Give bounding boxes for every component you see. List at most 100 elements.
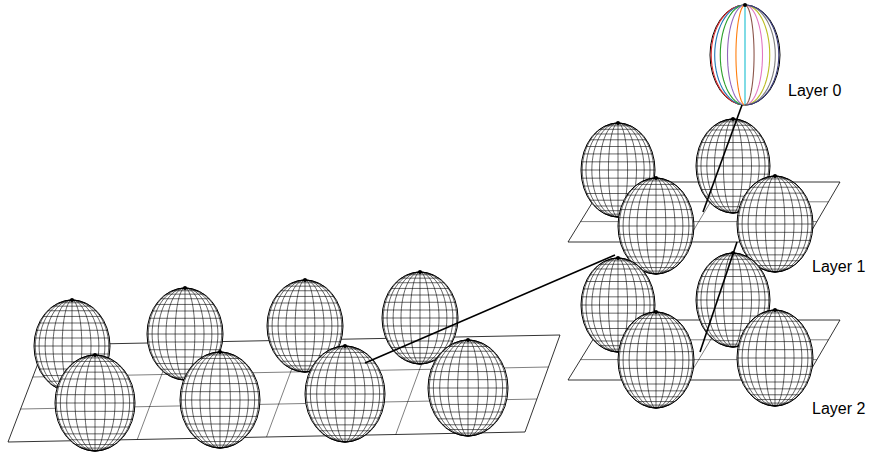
parallel: [269, 310, 340, 311]
parallel: [149, 318, 220, 319]
parallel: [268, 318, 343, 319]
parallel: [619, 234, 694, 235]
parallel: [649, 273, 662, 274]
parallel: [407, 274, 433, 275]
parallel: [620, 376, 691, 377]
parallel: [267, 326, 343, 327]
parallel: [627, 390, 685, 391]
parallel: [627, 329, 685, 330]
parallel: [605, 260, 630, 261]
ellipsoid-outline: [737, 310, 813, 406]
parallel: [48, 310, 97, 311]
parallel: [433, 412, 502, 413]
parallel: [383, 310, 458, 311]
ellipsoid: [618, 176, 694, 274]
pole-dot: [303, 278, 307, 282]
parallel: [272, 303, 338, 304]
parallel: [181, 408, 260, 409]
parallel: [643, 405, 669, 406]
parallel: [401, 278, 439, 279]
parallel: [200, 441, 240, 442]
parallel: [720, 121, 745, 122]
parallel: [407, 361, 433, 362]
parallel: [307, 410, 382, 411]
pole-dot: [70, 298, 74, 302]
meridian: [745, 5, 779, 105]
parallel: [582, 296, 655, 297]
pole-dot: [93, 353, 97, 357]
parallel: [742, 248, 808, 249]
parallel: [56, 394, 135, 395]
parallel: [156, 304, 214, 305]
parallel: [34, 346, 110, 347]
ellipsoid: [428, 338, 508, 436]
parallel: [623, 384, 689, 385]
parallel: [619, 351, 694, 352]
parallel: [384, 302, 455, 303]
parallel: [194, 436, 245, 437]
parallel: [742, 334, 808, 335]
pole-dot: [418, 270, 422, 274]
parallel: [701, 276, 765, 277]
parallel: [768, 271, 781, 272]
parallel: [387, 295, 453, 296]
parallel: [88, 450, 102, 451]
pole-dot: [218, 350, 222, 354]
parallel: [715, 259, 752, 260]
parallel: [586, 281, 650, 282]
parallel: [454, 433, 481, 434]
parallel: [454, 342, 481, 343]
parallel: [448, 429, 488, 430]
parallel: [697, 157, 770, 158]
parallel: [581, 305, 655, 306]
pole-dot: [654, 176, 658, 180]
parallel: [60, 379, 129, 380]
ellipsoid-outline: [428, 340, 508, 436]
parallel: [387, 341, 453, 342]
parallel: [637, 267, 675, 268]
parallel: [756, 265, 794, 266]
parallel: [269, 341, 340, 342]
parallel: [75, 444, 115, 445]
parallel: [756, 399, 794, 400]
parallel: [305, 394, 385, 395]
parallel: [206, 445, 233, 446]
parallel: [69, 439, 120, 440]
meridian: [728, 5, 746, 105]
parallel: [185, 424, 254, 425]
meridian: [711, 5, 745, 105]
parallel: [583, 153, 653, 154]
parallel: [181, 391, 260, 392]
parallel: [307, 377, 382, 378]
meridian: [736, 5, 745, 105]
link-line: [365, 255, 615, 363]
parallel: [627, 195, 685, 196]
parallel: [338, 441, 352, 442]
meridian: [745, 5, 763, 105]
parallel: [762, 312, 788, 313]
parallel: [697, 308, 770, 309]
parallel: [762, 403, 788, 404]
parallel: [36, 330, 107, 331]
parallel: [620, 209, 691, 210]
parallel: [751, 187, 800, 188]
parallel: [81, 357, 108, 358]
parallel: [437, 357, 498, 358]
parallel: [69, 366, 120, 367]
ellipsoid-outline: [618, 178, 694, 274]
parallel: [762, 269, 788, 270]
parallel: [401, 357, 439, 358]
parallel: [590, 139, 647, 140]
parallel: [590, 274, 647, 275]
parallel: [701, 142, 765, 143]
parallel: [213, 447, 227, 448]
parallel: [310, 418, 379, 419]
layer-label: Layer 1: [810, 258, 867, 276]
parallel: [582, 178, 655, 179]
parallel: [739, 240, 810, 241]
parallel: [182, 416, 257, 417]
parallel: [382, 318, 458, 319]
parallel: [581, 170, 655, 171]
parallel: [53, 306, 91, 307]
parallel: [605, 125, 630, 126]
